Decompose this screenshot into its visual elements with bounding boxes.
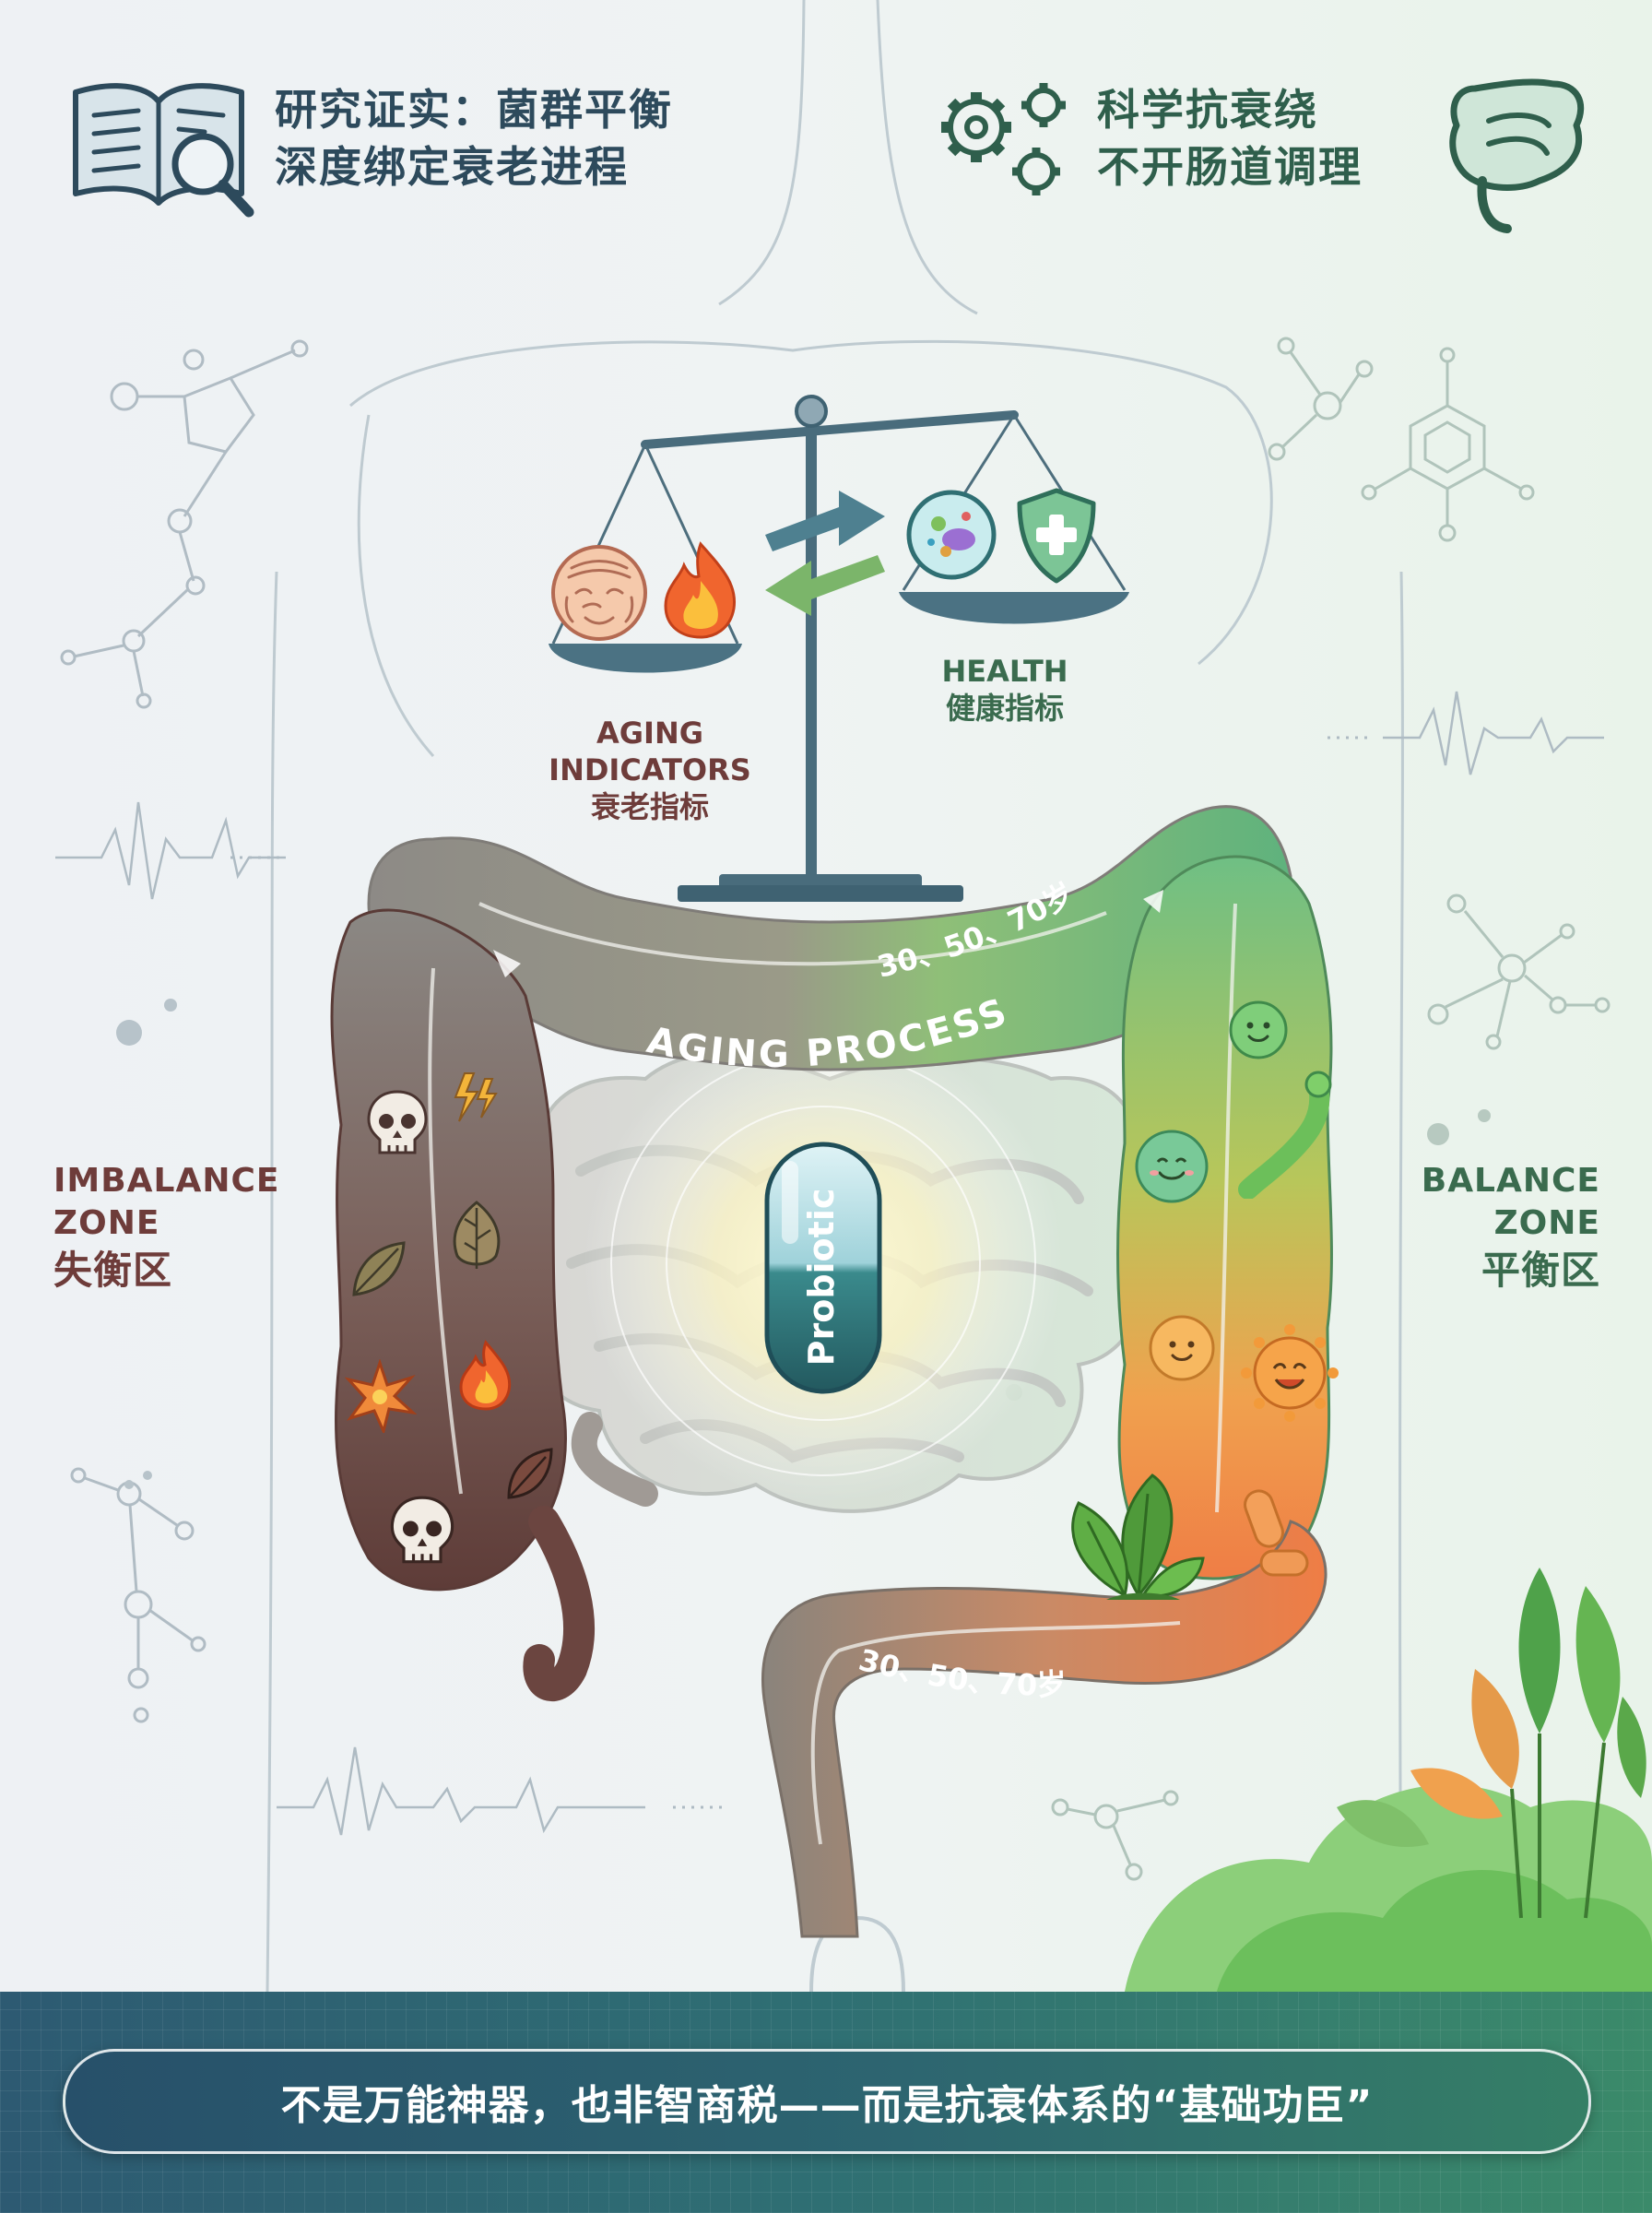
gears-icon <box>941 83 1066 195</box>
imbalance-zone-cn: 失衡区 <box>53 1248 173 1293</box>
lightning-icon <box>454 1072 498 1122</box>
transverse-colon <box>367 805 1292 1071</box>
capsule-label: Probiotic <box>801 1189 842 1367</box>
balance-zone-cn: 平衡区 <box>1481 1248 1600 1293</box>
left-title-line1: 研究证实：菌群平衡 <box>275 85 673 135</box>
happy-microbe-icon <box>1229 1000 1288 1059</box>
ages-bottom-text: 30、50、70岁 <box>856 1642 1067 1703</box>
footer-banner: 不是万能神器，也非智商税——而是抗衰体系的“基础功臣” <box>63 2049 1591 2154</box>
balance-zone-label: BALANCE ZONE 平衡区 <box>1328 1160 1600 1296</box>
foliage-decoration <box>1125 1568 1652 1992</box>
health-label-en: HEALTH <box>941 654 1068 689</box>
left-title-line2: 深度绑定衰老进程 <box>275 142 629 192</box>
skull-icon <box>367 1090 428 1154</box>
aging-indicators-label: AGING INDICATORS 衰老指标 <box>516 715 784 825</box>
imbalance-zone-en-2: ZONE <box>53 1204 160 1242</box>
ages-bottom-label: 30、50、70岁 <box>856 1642 1067 1703</box>
book-magnifier-icon <box>73 83 254 218</box>
footer-tagline: 不是万能神器，也非智商税——而是抗衰体系的“基础功臣” <box>280 2082 1374 2129</box>
right-title-line2: 不开肠道调理 <box>1097 142 1363 192</box>
dead-leaf-icon-2 <box>352 1241 406 1296</box>
sun-microbe-icon <box>1241 1324 1339 1422</box>
ages-top-label: 30、50、70岁 <box>874 876 1080 985</box>
left-header-title: 研究证实：菌群平衡 深度绑定衰老进程 <box>275 81 673 195</box>
health-label-cn: 健康指标 <box>945 691 1064 726</box>
dead-leaf-icon <box>453 1201 501 1269</box>
ages-top-text: 30、50、70岁 <box>874 876 1080 985</box>
smiling-microbe-icon <box>1135 1130 1209 1203</box>
fire-small-icon <box>459 1340 512 1411</box>
intestine-icon <box>1449 78 1585 233</box>
aging-label-cn: 衰老指标 <box>590 789 709 824</box>
health-shield-icon <box>1017 488 1096 584</box>
burst-icon <box>344 1359 417 1433</box>
balance-zone-en-1: BALANCE <box>1421 1162 1600 1200</box>
imbalance-zone-label: IMBALANCE ZONE 失衡区 <box>53 1160 279 1296</box>
capsule-bacteria-icon <box>1244 1489 1309 1577</box>
wrinkled-face-icon <box>551 545 647 641</box>
withered-leaf-icon <box>507 1448 553 1499</box>
balance-zone-en-2: ZONE <box>1493 1204 1600 1242</box>
sigmoid-colon <box>761 1520 1328 1938</box>
aging-label-en-2: INDICATORS <box>549 752 751 787</box>
fire-icon <box>664 541 737 639</box>
aging-process-label: AGING PROCESS <box>643 990 1015 1076</box>
imbalance-zone-en-1: IMBALANCE <box>53 1162 280 1200</box>
health-indicators-label: HEALTH 健康指标 <box>894 653 1115 727</box>
aging-process-text: AGING PROCESS <box>643 990 1012 1076</box>
descending-colon-left <box>330 908 567 1592</box>
microbe-cell-icon <box>906 490 997 580</box>
right-title-line1: 科学抗衰绕 <box>1097 85 1318 135</box>
orange-microbe-icon <box>1149 1315 1215 1381</box>
right-header-title: 科学抗衰绕 不开肠道调理 <box>1097 81 1363 195</box>
worm-probiotic-icon <box>1238 1071 1332 1199</box>
balance-scale <box>549 395 1129 902</box>
aging-label-en-1: AGING <box>596 716 703 751</box>
probiotic-capsule: Probiotic <box>764 1142 882 1394</box>
green-leaves-icon <box>1071 1473 1205 1600</box>
skull-icon-2 <box>390 1496 454 1564</box>
